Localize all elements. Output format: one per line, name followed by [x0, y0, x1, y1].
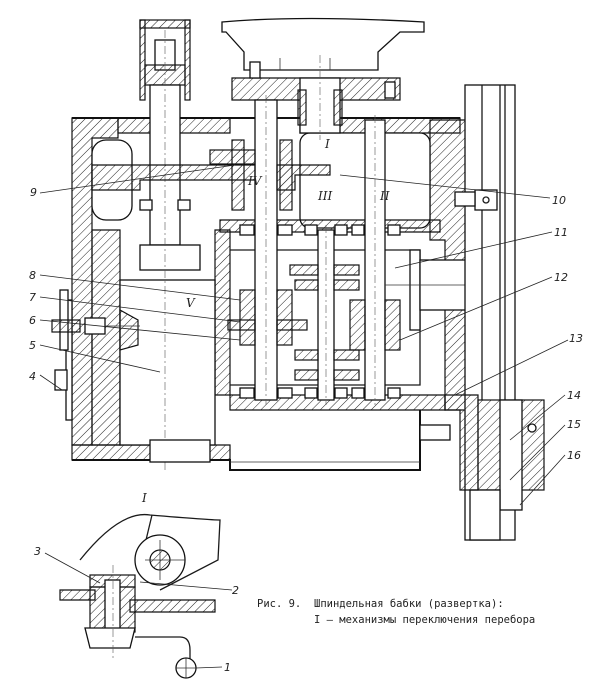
callout-14: 14 [567, 389, 581, 402]
shaft-label-ii: II [379, 189, 390, 203]
callout-11: 11 [554, 226, 568, 239]
shaft-label-i: I [324, 137, 330, 151]
upper-gears [91, 139, 331, 211]
figure-title: Шпиндельная бабки (развертка): [314, 598, 504, 610]
callout-8: 8 [29, 269, 36, 282]
left-lever-assembly [51, 289, 140, 421]
right-column [419, 84, 545, 541]
callout-3: 3 [34, 545, 41, 558]
shaft-label-iii: III [317, 189, 332, 203]
figure-number: Рис. 9. [257, 598, 302, 610]
shafts [254, 95, 386, 405]
spindle-v [119, 19, 216, 470]
callout-1: 1 [224, 661, 231, 674]
detail-view-i [44, 513, 233, 679]
figure-subtitle: I – механизмы переключения перебора [314, 614, 536, 626]
callout-10: 10 [552, 194, 566, 207]
callout-6: 6 [29, 314, 36, 327]
callout-12: 12 [554, 271, 568, 284]
callout-15: 15 [567, 418, 581, 431]
bearings [139, 199, 401, 399]
shaft-label-iv: IV [247, 174, 263, 188]
callout-7: 7 [29, 291, 36, 304]
callout-4: 4 [29, 370, 36, 383]
callout-9: 9 [30, 186, 37, 199]
callout-13: 13 [569, 332, 583, 345]
shaft-label-v: V [186, 296, 196, 310]
leader-lines [39, 164, 569, 506]
callout-5: 5 [29, 339, 36, 352]
detail-view-label: I [141, 491, 147, 505]
callout-2: 2 [232, 584, 239, 597]
callout-16: 16 [567, 449, 581, 462]
top-pulley [221, 17, 425, 140]
